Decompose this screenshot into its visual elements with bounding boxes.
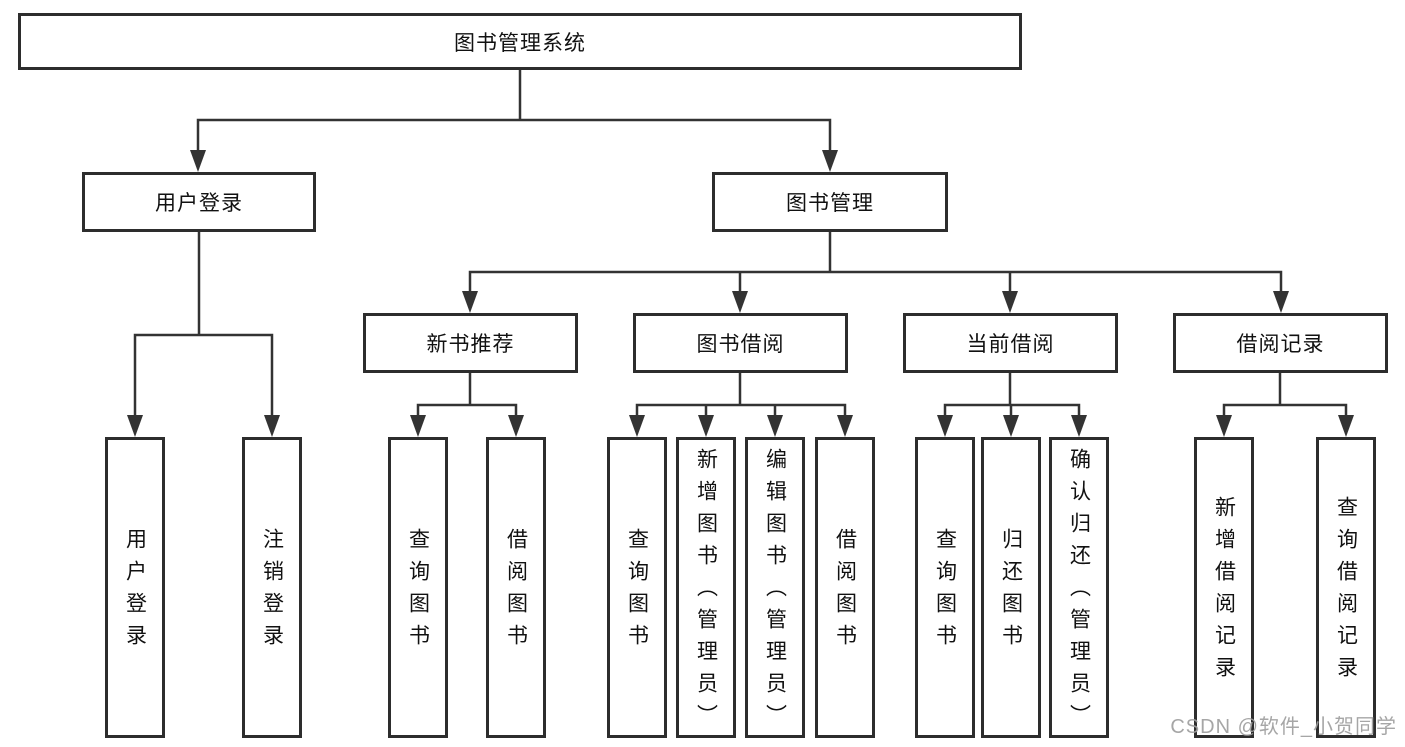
node-current-borrowing: 当前借阅	[903, 313, 1118, 373]
leaf-add-borrow-record-label: 新增借阅记录	[1212, 495, 1236, 688]
leaf-query-books-current-label: 查询图书	[933, 527, 957, 656]
leaf-query-books-recommend-label: 查询图书	[406, 527, 430, 656]
node-borrowing-records-label: 借阅记录	[1236, 333, 1325, 356]
leaf-query-books-current: 查询图书	[915, 437, 975, 738]
node-book-borrowing-label: 图书借阅	[696, 333, 785, 356]
leaf-add-borrow-record: 新增借阅记录	[1194, 437, 1254, 738]
arrowheads	[127, 150, 1354, 437]
node-root: 图书管理系统	[18, 13, 1022, 70]
leaf-confirm-return-admin-label: 确认归还（管理员）	[1067, 448, 1091, 736]
leaf-borrow-books-borrowing-label: 借阅图书	[833, 527, 857, 656]
leaf-edit-books-admin-label: 编辑图书（管理员）	[763, 448, 787, 736]
leaf-add-books-admin-label: 新增图书（管理员）	[694, 448, 718, 736]
node-borrowing-records: 借阅记录	[1173, 313, 1388, 373]
node-current-borrowing-label: 当前借阅	[966, 333, 1055, 356]
node-book-management-label: 图书管理	[786, 192, 874, 215]
node-user-login-label: 用户登录	[155, 192, 243, 215]
csdn-watermark: CSDN @软件_小贺同学	[1170, 716, 1397, 738]
leaf-borrow-books-recommend-label: 借阅图书	[504, 527, 528, 656]
leaf-add-books-admin: 新增图书（管理员）	[676, 437, 736, 738]
leaf-user-login-label: 用户登录	[123, 527, 147, 656]
node-root-label: 图书管理系统	[454, 31, 586, 55]
node-new-book-recommend-label: 新书推荐	[426, 333, 515, 356]
leaf-query-borrow-record: 查询借阅记录	[1316, 437, 1376, 738]
leaf-query-borrow-record-label: 查询借阅记录	[1334, 495, 1358, 688]
leaf-query-books-borrowing: 查询图书	[607, 437, 667, 738]
leaf-borrow-books-recommend: 借阅图书	[486, 437, 546, 738]
leaf-edit-books-admin: 编辑图书（管理员）	[745, 437, 805, 738]
leaf-borrow-books-borrowing: 借阅图书	[815, 437, 875, 738]
leaf-confirm-return-admin: 确认归还（管理员）	[1049, 437, 1109, 738]
leaf-query-books-borrowing-label: 查询图书	[625, 527, 649, 656]
leaf-return-books: 归还图书	[981, 437, 1041, 738]
leaf-return-books-label: 归还图书	[999, 527, 1023, 656]
leaf-logout: 注销登录	[242, 437, 302, 738]
node-book-borrowing: 图书借阅	[633, 313, 848, 373]
leaf-logout-label: 注销登录	[260, 527, 284, 656]
leaf-query-books-recommend: 查询图书	[388, 437, 448, 738]
node-book-management: 图书管理	[712, 172, 948, 232]
node-new-book-recommend: 新书推荐	[363, 313, 578, 373]
leaf-user-login: 用户登录	[105, 437, 165, 738]
node-user-login: 用户登录	[82, 172, 316, 232]
